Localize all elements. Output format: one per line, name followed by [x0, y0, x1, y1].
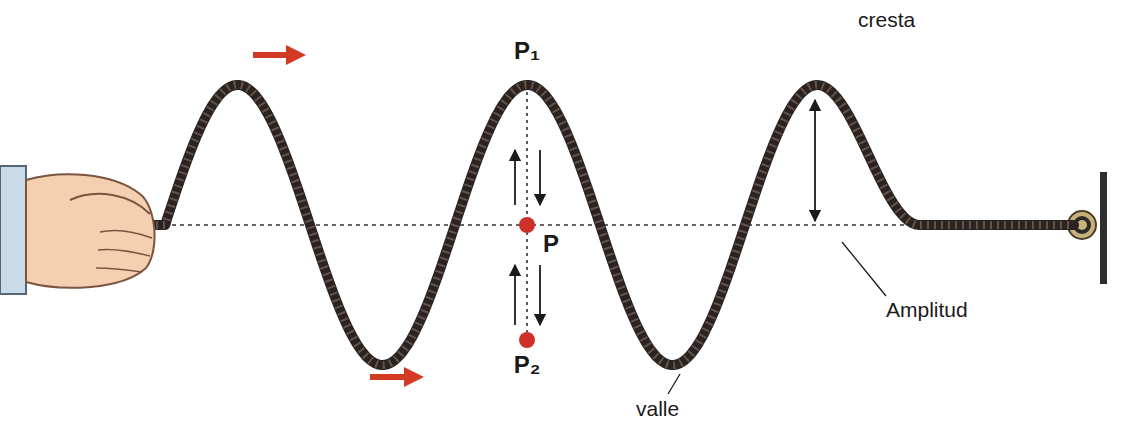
down-arrow: [539, 150, 541, 205]
point-dot: [519, 332, 535, 348]
leader-line: [842, 242, 886, 296]
rope-texture: [128, 85, 1074, 365]
propagation-arrow: [370, 367, 424, 387]
up-arrow: [514, 265, 516, 325]
leader-line: [668, 374, 680, 394]
rope-group: [128, 85, 1074, 365]
point-label: P: [543, 231, 559, 257]
rope: [128, 85, 1074, 365]
amplitude-arrow: [814, 100, 816, 221]
crest-label: cresta: [858, 8, 915, 31]
wall: [1100, 172, 1107, 284]
amplitude-label: Amplitud: [886, 298, 968, 321]
up-arrow: [514, 150, 516, 205]
point-dot: [519, 217, 535, 233]
trough-label: valle: [636, 397, 679, 420]
down-arrow: [539, 265, 541, 325]
propagation-arrow: [253, 45, 306, 65]
vertical-guide: [526, 92, 528, 332]
point-label: P₂: [514, 352, 541, 378]
hand: [0, 166, 155, 294]
point-label: P₁: [514, 38, 540, 64]
